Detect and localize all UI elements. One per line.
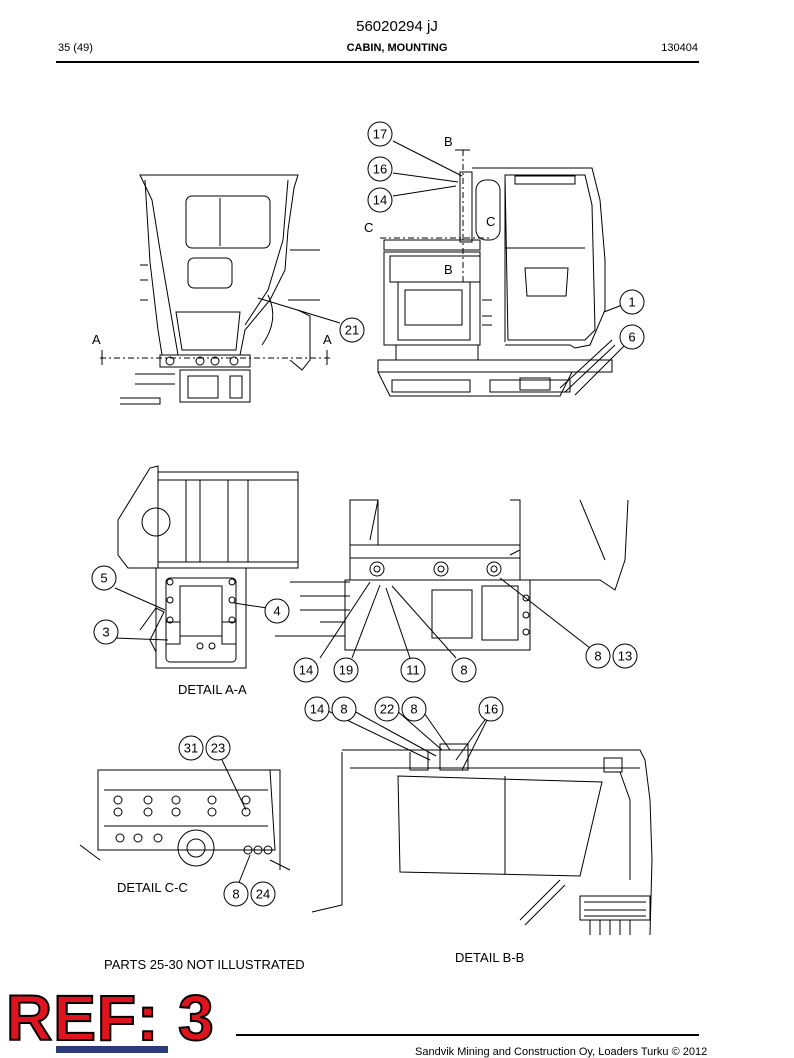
cabin-side-view bbox=[377, 167, 631, 397]
callout-number: 3 bbox=[102, 625, 109, 640]
section-letter-c-right: C bbox=[486, 214, 495, 229]
callout-aa-7: 8 bbox=[585, 643, 611, 669]
callout-number: 8 bbox=[410, 702, 417, 717]
callout-aa-2: 3 bbox=[93, 619, 119, 645]
callout-number: 17 bbox=[373, 127, 387, 142]
callout-top-5: 6 bbox=[619, 324, 645, 350]
parts-not-illustrated-note: PARTS 25-30 NOT ILLUSTRATED bbox=[104, 957, 305, 972]
caption-detail-aa: DETAIL A-A bbox=[178, 682, 247, 697]
callout-number: 24 bbox=[256, 887, 270, 902]
callout-top-4: 1 bbox=[619, 289, 645, 315]
section-letter-c-left: C bbox=[364, 220, 373, 235]
callout-aa-4: 19 bbox=[333, 657, 359, 683]
document-number: 56020294 jJ bbox=[356, 18, 438, 35]
callout-number: 31 bbox=[184, 741, 198, 756]
callout-bb-2: 22 bbox=[374, 696, 400, 722]
callout-number: 8 bbox=[594, 649, 601, 664]
callout-bb-0: 14 bbox=[304, 696, 330, 722]
callout-cc-0: 31 bbox=[178, 735, 204, 761]
detail-aa-drawing bbox=[114, 465, 299, 669]
callout-aa-0: 5 bbox=[91, 565, 117, 591]
caption-detail-bb: DETAIL B-B bbox=[455, 950, 525, 965]
callout-number: 21 bbox=[345, 323, 359, 338]
callout-cc-1: 23 bbox=[205, 735, 231, 761]
callout-number: 16 bbox=[373, 162, 387, 177]
callout-number: 13 bbox=[618, 649, 632, 664]
section-letter-b-bottom: B bbox=[444, 262, 453, 277]
callout-number: 14 bbox=[373, 193, 387, 208]
callout-number: 19 bbox=[339, 663, 353, 678]
detail-cc-drawing bbox=[79, 759, 291, 886]
detail-bolt-view bbox=[275, 499, 629, 659]
page-title: CABIN, MOUNTING bbox=[346, 42, 448, 54]
detail-bb-drawing bbox=[311, 709, 653, 936]
callout-cc-2: 8 bbox=[223, 881, 249, 907]
callout-number: 5 bbox=[100, 571, 107, 586]
callout-aa-5: 11 bbox=[400, 657, 426, 683]
callout-number: 1 bbox=[628, 295, 635, 310]
callout-number: 8 bbox=[460, 663, 467, 678]
callout-bb-3: 8 bbox=[401, 696, 427, 722]
footer-copyright: Sandvik Mining and Construction Oy, Load… bbox=[415, 1046, 708, 1058]
callout-number: 11 bbox=[406, 663, 420, 678]
callout-number: 4 bbox=[273, 604, 280, 619]
callout-cc-3: 24 bbox=[250, 881, 276, 907]
section-letter-a-right: A bbox=[323, 332, 332, 347]
caption-detail-cc: DETAIL C-C bbox=[117, 880, 188, 895]
callout-top-2: 14 bbox=[367, 187, 393, 213]
footer-rule bbox=[236, 1034, 699, 1036]
callout-aa-6: 8 bbox=[451, 657, 477, 683]
ref-stamp: REF: 3 bbox=[5, 982, 215, 1054]
callout-aa-8: 13 bbox=[612, 643, 638, 669]
callout-number: 14 bbox=[310, 702, 324, 717]
callout-aa-3: 14 bbox=[293, 657, 319, 683]
cabin-front-view bbox=[120, 174, 320, 405]
callout-bb-4: 16 bbox=[478, 696, 504, 722]
section-letter-a-left: A bbox=[92, 332, 101, 347]
page-indicator: 35 (49) bbox=[58, 42, 93, 54]
callout-number: 16 bbox=[484, 702, 498, 717]
callout-top-3: 21 bbox=[339, 317, 365, 343]
callout-top-1: 16 bbox=[367, 156, 393, 182]
callout-number: 8 bbox=[232, 887, 239, 902]
callout-bb-1: 8 bbox=[331, 696, 357, 722]
callout-top-0: 17 bbox=[367, 121, 393, 147]
callout-number: 22 bbox=[380, 702, 394, 717]
callout-number: 14 bbox=[299, 663, 313, 678]
callout-number: 23 bbox=[211, 741, 225, 756]
callout-number: 8 bbox=[340, 702, 347, 717]
header-rule bbox=[56, 61, 699, 63]
callout-number: 6 bbox=[628, 330, 635, 345]
callout-aa-1: 4 bbox=[264, 598, 290, 624]
document-code: 130404 bbox=[661, 42, 698, 54]
brand-logo-strip bbox=[56, 1046, 168, 1053]
section-letter-b-top: B bbox=[444, 134, 453, 149]
